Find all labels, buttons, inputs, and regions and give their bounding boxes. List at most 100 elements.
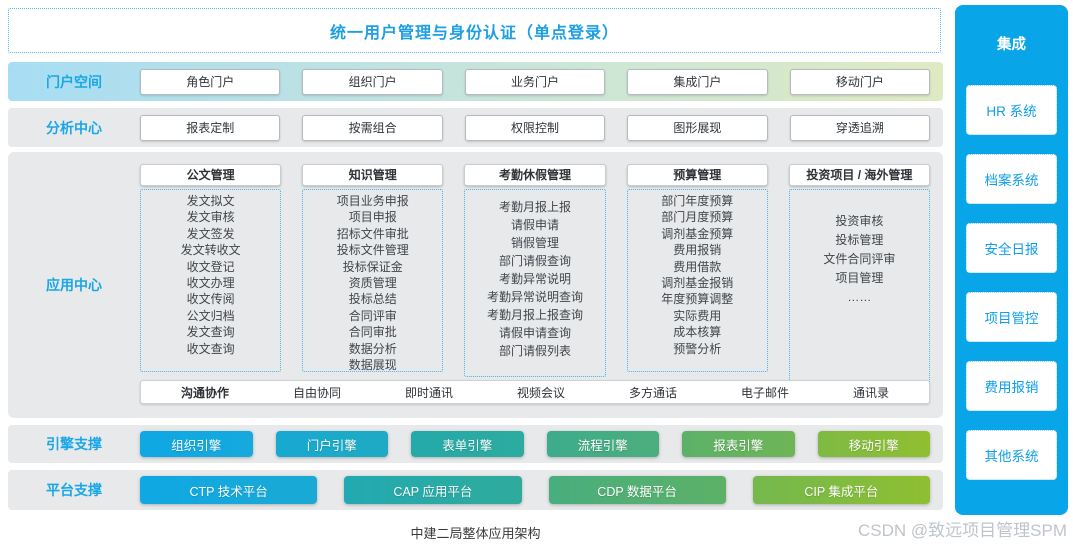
application-center-section: 应用中心 公文管理发文拟文发文审核发文签发发文转收文收文登记收文办理收文传阅公文… — [8, 152, 943, 418]
app-column: 预算管理部门年度预算部门月度预算调剂基金预算费用报销费用借款调剂基金报销年度预算… — [626, 164, 768, 391]
app-item: 收文登记 — [186, 259, 235, 274]
engine-button: 表单引擎 — [411, 431, 524, 457]
app-column-items: 考勤月报上报请假申请销假管理部门请假查询考勤异常说明考勤异常说明查询考勤月报上报… — [464, 189, 606, 377]
app-item: …… — [847, 290, 872, 304]
app-item: 部门年度预算 — [661, 194, 734, 208]
analysis-box: 权限控制 — [464, 114, 606, 141]
app-item: 项目申报 — [348, 210, 397, 225]
app-column-items: 发文拟文发文审核发文签发发文转收文收文登记收文办理收文传阅公文归档发文查询收文查… — [140, 189, 282, 372]
portal-space-label: 门户空间 — [46, 73, 102, 90]
integration-system-box: HR 系统 — [966, 85, 1057, 135]
app-column: 知识管理项目业务申报项目申报招标文件审批投标文件管理投标保证金资质管理投标总结合… — [302, 164, 444, 391]
analysis-center-row: 分析中心 报表定制按需组合权限控制图形展现穿透追溯 — [8, 108, 943, 147]
portal-box: 集成门户 — [627, 68, 768, 95]
app-item: 投标文件管理 — [336, 243, 409, 258]
integration-system-box: 费用报销 — [966, 361, 1057, 411]
csdn-watermark: CSDN @致远项目管理SPM — [858, 521, 1067, 540]
platform-button: CDP 数据平台 — [548, 476, 726, 504]
app-item: 投标总结 — [348, 292, 397, 307]
app-item: 考勤月报上报查询 — [487, 308, 584, 322]
app-item: 发文转收文 — [180, 243, 241, 258]
engine-button: 报表引擎 — [682, 431, 795, 457]
portal-box: 移动门户 — [789, 68, 931, 95]
app-item: 发文查询 — [186, 325, 235, 340]
engine-support-row: 引擎支撑 组织引擎门户引擎表单引擎流程引擎报表引擎移动引擎 — [8, 425, 943, 463]
app-item: 收文办理 — [186, 276, 235, 291]
application-center-label: 应用中心 — [46, 277, 102, 293]
app-item: 请假申请 — [511, 218, 560, 232]
analysis-box-list: 报表定制按需组合权限控制图形展现穿透追溯 — [140, 114, 931, 141]
integration-system-box: 项目管控 — [966, 292, 1057, 342]
integration-system-box: 其他系统 — [966, 430, 1057, 480]
app-column: 考勤休假管理考勤月报上报请假申请销假管理部门请假查询考勤异常说明考勤异常说明查询… — [464, 164, 606, 391]
application-columns: 公文管理发文拟文发文审核发文签发发文转收文收文登记收文办理收文传阅公文归档发文查… — [140, 164, 931, 391]
app-item: 资质管理 — [348, 276, 397, 291]
integration-system-list: HR 系统档案系统安全日报项目管控费用报销其他系统 — [955, 85, 1068, 480]
app-column: 公文管理发文拟文发文审核发文签发发文转收文收文登记收文办理收文传阅公文归档发文查… — [140, 164, 282, 391]
platform-button: CAP 应用平台 — [344, 476, 522, 504]
analysis-box: 报表定制 — [140, 114, 281, 141]
app-column-items: 部门年度预算部门月度预算调剂基金预算费用报销费用借款调剂基金报销年度预算调整实际… — [626, 189, 768, 372]
app-item: 考勤异常说明 — [499, 272, 572, 286]
app-item: 收文传阅 — [186, 292, 235, 307]
app-item: 费用报销 — [673, 243, 722, 258]
app-item: 合同评审 — [348, 308, 397, 323]
app-item: 销假管理 — [511, 236, 560, 250]
sso-banner: 统一用户管理与身份认证（单点登录） — [8, 8, 941, 53]
portal-box: 角色门户 — [140, 68, 281, 95]
integration-title: 集成 — [997, 37, 1026, 53]
app-column-header: 知识管理 — [302, 164, 444, 186]
app-item: 年度预算调整 — [661, 292, 734, 307]
app-column-header: 预算管理 — [626, 164, 768, 186]
app-item: 调剂基金报销 — [661, 276, 734, 291]
app-item: 数据展现 — [348, 358, 397, 372]
app-item: 实际费用 — [673, 308, 722, 323]
integration-system-box: 档案系统 — [966, 154, 1057, 204]
app-item: 发文审核 — [186, 210, 235, 225]
portal-box-list: 角色门户组织门户业务门户集成门户移动门户 — [140, 68, 931, 95]
app-item: 部门请假查询 — [499, 254, 572, 268]
app-item: 项目管理 — [835, 271, 884, 285]
sso-banner-title: 统一用户管理与身份认证（单点登录） — [329, 24, 619, 42]
engine-support-label: 引擎支撑 — [46, 436, 102, 452]
app-item: 部门月度预算 — [661, 210, 734, 225]
app-column-header: 公文管理 — [140, 164, 282, 186]
app-column-header: 考勤休假管理 — [464, 164, 606, 186]
app-item: 数据分析 — [348, 341, 397, 356]
engine-button: 组织引擎 — [140, 431, 253, 457]
app-item: 发文拟文 — [186, 194, 235, 208]
integration-sidebar: 集成 HR 系统档案系统安全日报项目管控费用报销其他系统 — [955, 5, 1068, 515]
app-column-items: 项目业务申报项目申报招标文件审批投标文件管理投标保证金资质管理投标总结合同评审合… — [302, 189, 444, 372]
analysis-box: 图形展现 — [627, 114, 768, 141]
communication-label: 沟通协作 — [180, 385, 229, 400]
app-item: 文件合同评审 — [823, 252, 896, 266]
diagram-caption: 中建二局整体应用架构 — [410, 526, 541, 541]
engine-button: 门户引擎 — [275, 431, 388, 457]
communication-item: 视频会议 — [516, 385, 565, 400]
app-item: 考勤异常说明查询 — [487, 290, 584, 304]
analysis-box: 按需组合 — [302, 114, 443, 141]
communication-item: 即时通讯 — [404, 385, 453, 400]
portal-space-row: 门户空间 角色门户组织门户业务门户集成门户移动门户 — [8, 62, 943, 101]
portal-box: 业务门户 — [464, 68, 606, 95]
app-item: 招标文件审批 — [336, 226, 409, 241]
platform-button: CIP 集成平台 — [752, 476, 930, 504]
app-column-header: 投资项目 / 海外管理 — [788, 164, 931, 186]
app-column-items: 投资审核投标管理文件合同评审项目管理 …… — [788, 189, 931, 391]
communication-item: 电子邮件 — [740, 385, 789, 400]
app-item: 投资审核 — [835, 214, 884, 228]
portal-box: 组织门户 — [302, 68, 443, 95]
app-item: 投标保证金 — [342, 259, 403, 274]
communication-bar: 沟通协作 自由协同即时通讯视频会议多方通话电子邮件通讯录 — [140, 380, 930, 404]
app-item: 成本核算 — [673, 325, 722, 340]
communication-item: 通讯录 — [852, 385, 889, 400]
integration-system-box: 安全日报 — [966, 223, 1057, 273]
app-item: 请假申请查询 — [499, 326, 572, 340]
app-item: 公文归档 — [186, 308, 235, 323]
communication-item: 自由协同 — [292, 385, 341, 400]
app-item: 部门请假列表 — [499, 344, 572, 358]
app-item: 投标管理 — [835, 233, 884, 247]
app-item: 调剂基金预算 — [661, 226, 734, 241]
